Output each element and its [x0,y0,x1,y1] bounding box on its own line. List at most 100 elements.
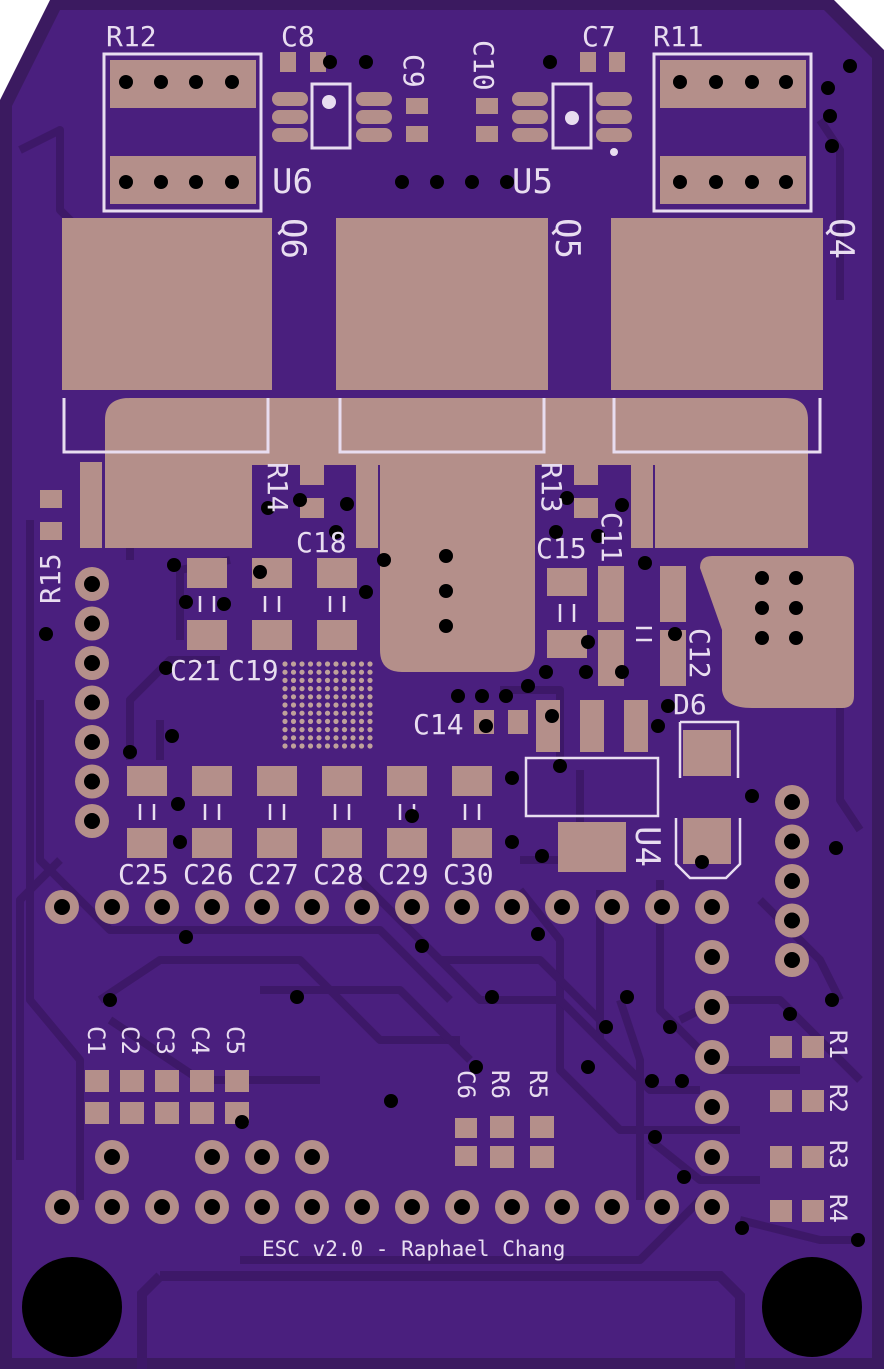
label-d6: D6 [673,688,707,721]
via [39,627,53,641]
via-grid-dot [299,661,305,667]
via [549,525,563,539]
via [290,990,304,1004]
th-pin-hole [704,949,720,965]
via-grid-dot [299,718,305,725]
via-grid-dot [316,686,322,692]
th-pin-hole [704,1149,720,1165]
via-grid-dot [341,727,348,733]
via [323,55,337,69]
shunt-hole [154,75,168,89]
label-r14: R14 [261,462,294,513]
component-silkscreen [138,596,742,880]
via-grid-dot [282,710,288,716]
via-grid-dot [367,718,373,725]
via-grid-dot [358,735,365,741]
via [745,789,759,803]
label-c2: C2 [116,1026,144,1055]
th-pin-hole [504,899,520,915]
via [535,849,549,863]
via-grid-dot [290,686,297,692]
via-grid-dot [282,677,288,684]
via-grid-dot [282,694,288,700]
mosfet-silkscreen [62,398,822,454]
via-grid-dot [333,702,339,708]
via [293,493,307,507]
shunt-hole [154,175,168,189]
via-grid-dot [350,743,356,749]
via-grid-dot [358,710,365,716]
via-grid-dot [316,661,322,667]
th-pin-hole [784,794,800,810]
th-pin-hole [704,1049,720,1065]
label-c10: C10 [467,40,500,91]
via [415,939,429,953]
shunt-hole [709,75,723,89]
via [261,501,275,515]
th-pin-hole [304,899,320,915]
via [579,665,593,679]
via [103,993,117,1007]
via [829,841,843,855]
via-grid-dot [367,710,373,716]
via-grid-dot [316,743,322,749]
via-grid-dot [350,669,356,675]
th-pin-hole [154,899,170,915]
label-c19: C19 [228,654,279,687]
via [439,584,453,598]
via [499,689,513,703]
through-hole-pins [45,567,809,1224]
via-grid-dot [299,743,305,749]
via [661,699,675,713]
current-sensor-u6 [272,82,392,150]
label-c28: C28 [313,858,364,891]
shunt-hole [745,75,759,89]
label-c8: C8 [281,20,315,53]
via-grid-dot [299,702,305,708]
via-grid-dot [307,686,314,692]
th-pin-hole [704,1099,720,1115]
via-grid-dot [324,677,331,684]
via-grid-dot [307,702,314,708]
via [615,498,629,512]
via-grid-dot [307,710,314,716]
via [851,1233,865,1247]
via-grid-dot [307,743,314,749]
via-grid-dot [282,702,288,708]
th-pin-hole [84,615,100,632]
th-pin-hole [354,1199,370,1215]
via [543,55,557,69]
th-pin-hole [654,1199,670,1215]
via-grid-dot [307,727,314,733]
via [645,1074,659,1088]
th-pin-hole [784,833,800,850]
via-grid-dot [350,702,356,708]
via-grid-dot [358,677,365,684]
th-pin-hole [254,1199,270,1215]
via [789,601,803,615]
via-grid-dot [367,669,373,675]
shunt-hole [225,75,239,89]
via-grid-dot [307,661,314,667]
via [479,719,493,733]
via-grid-dot [341,686,348,692]
via [359,585,373,599]
label-q6: Q6 [273,218,313,259]
via-grid-dot [307,694,314,700]
via-grid-dot [282,661,288,667]
via [843,59,857,73]
label-u6: U6 [272,162,313,202]
via-grid-dot [333,694,339,700]
label-c14: C14 [413,708,464,741]
via-grid-dot [367,661,373,667]
via-grid-dot [350,718,356,725]
via-grid-dot [299,686,305,692]
th-pin-hole [204,899,220,915]
shunt-hole [673,175,687,189]
via-grid-dot [307,669,314,675]
via-grid-dot [358,702,365,708]
via-grid-dot [299,710,305,716]
label-c3: C3 [151,1026,179,1055]
via-grid-dot [358,686,365,692]
label-r12: R12 [106,20,157,53]
